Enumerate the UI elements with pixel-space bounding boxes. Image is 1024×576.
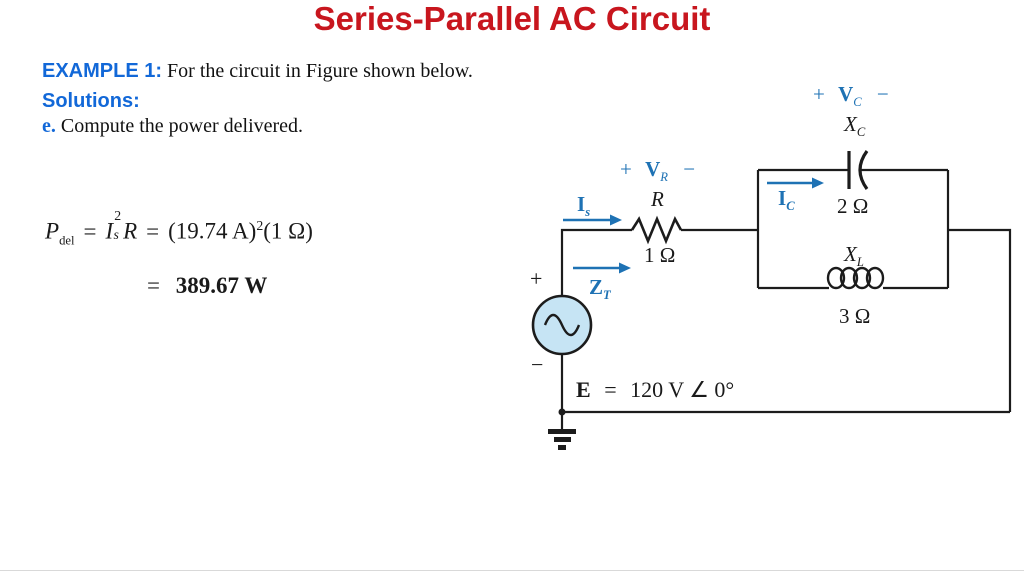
formula-term1: (19.74 A) — [168, 218, 257, 244]
inductive-reactance-label: XL — [844, 242, 864, 270]
wire-box-to-bottom — [948, 228, 1012, 412]
resistor-symbol-label: R — [651, 187, 664, 211]
formula-term2: (1 Ω) — [263, 218, 313, 244]
junction-dot — [558, 408, 566, 416]
formula-eq3: = — [147, 273, 160, 298]
solutions-line: Solutions: — [42, 90, 140, 113]
current-arrows — [563, 181, 812, 270]
task-item-label: e. — [42, 115, 56, 137]
ic-arrowhead-icon — [812, 177, 824, 189]
formula-r: R — [123, 218, 138, 244]
capacitor-value-label: 2 Ω — [837, 194, 869, 218]
formula-i: I — [105, 218, 114, 244]
power-formula-line2: = 389.67 W — [147, 273, 267, 299]
formula-eq1: = — [83, 218, 97, 244]
formula-term1-sup: 2 — [256, 218, 264, 233]
resistor-value-label: 1 Ω — [644, 243, 676, 267]
inductor-symbol — [826, 266, 885, 290]
zt-arrowhead-icon — [619, 262, 631, 274]
formula-result: 389.67 W — [175, 273, 268, 298]
example-text: For the circuit in Figure shown below. — [167, 60, 473, 82]
formula-p: P — [45, 218, 60, 244]
capacitor-current-label: IC — [778, 186, 795, 214]
source-plus-label: + — [530, 266, 543, 291]
wire-source-to-resistor — [560, 228, 632, 296]
formula-eq2: = — [146, 218, 160, 244]
vr-polarity-label: + VR − — [620, 157, 696, 185]
task-text: Compute the power delivered. — [60, 115, 304, 137]
formula-p-sub: del — [59, 233, 75, 248]
task-line: e. Compute the power delivered. — [42, 115, 303, 138]
solutions-label: Solutions: — [42, 90, 140, 112]
ground-icon — [548, 429, 576, 450]
total-impedance-label: ZT — [589, 275, 611, 303]
example-label: EXAMPLE 1: — [42, 60, 163, 82]
sine-wave-icon — [543, 313, 581, 337]
example-line: EXAMPLE 1: For the circuit in Figure sho… — [42, 60, 473, 83]
vc-polarity-label: + VC − — [813, 82, 889, 110]
is-arrowhead-icon — [610, 214, 622, 226]
emf-value-label: E = 120 V ∠ 0° — [576, 377, 735, 402]
slide-bottom-border — [0, 570, 1024, 571]
source-current-label: Is — [577, 192, 591, 220]
capacitive-reactance-label: XC — [844, 112, 866, 140]
source-minus-label: − — [531, 352, 544, 377]
page-title: Series-Parallel AC Circuit — [313, 0, 711, 37]
inductor-value-label: 3 Ω — [839, 304, 871, 328]
resistor-symbol — [630, 215, 683, 245]
